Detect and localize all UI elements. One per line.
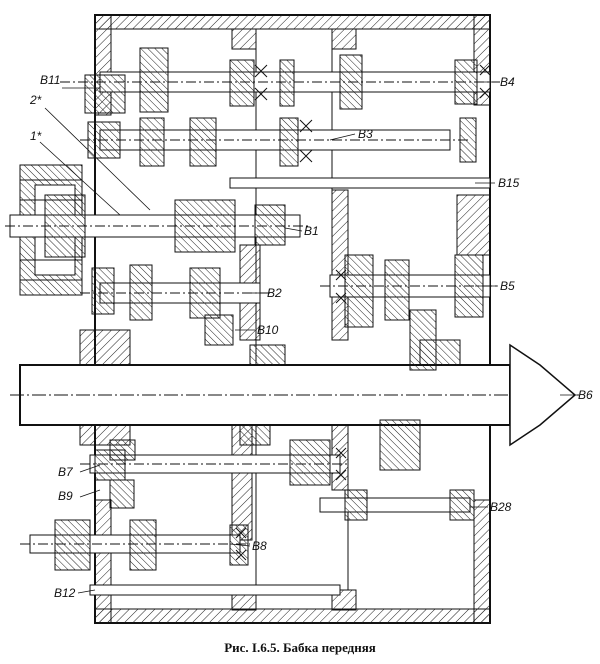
label-b6: В6 xyxy=(578,388,593,402)
label-b10: В10 xyxy=(257,323,279,337)
shafts xyxy=(5,71,580,596)
gearbox-drawing: В11 2* 1* В4 В3 В15 В1 В2 В5 В10 В6 В7 В… xyxy=(5,14,593,624)
label-b7: В7 xyxy=(58,465,74,479)
label-b9: В9 xyxy=(58,489,73,503)
label-b3: В3 xyxy=(358,127,373,141)
label-b1: В1 xyxy=(304,224,319,238)
label-b28: В28 xyxy=(490,500,512,514)
label-b15: В15 xyxy=(498,176,520,190)
label-part-2: 2* xyxy=(29,93,42,107)
label-part-1: 1* xyxy=(30,129,42,143)
label-b4: В4 xyxy=(500,75,515,89)
label-b5: В5 xyxy=(500,279,515,293)
gears xyxy=(44,47,484,571)
label-b2: В2 xyxy=(267,286,282,300)
callout-labels: В11 2* 1* В4 В3 В15 В1 В2 В5 В10 В6 В7 В… xyxy=(29,73,593,600)
label-b12: В12 xyxy=(54,586,76,600)
leader-lines xyxy=(39,81,578,594)
bearings xyxy=(235,64,491,561)
label-b11: В11 xyxy=(40,73,60,87)
label-b8: В8 xyxy=(252,539,267,553)
figure-caption: Рис. I.6.5. Бабка передняя xyxy=(224,640,376,655)
